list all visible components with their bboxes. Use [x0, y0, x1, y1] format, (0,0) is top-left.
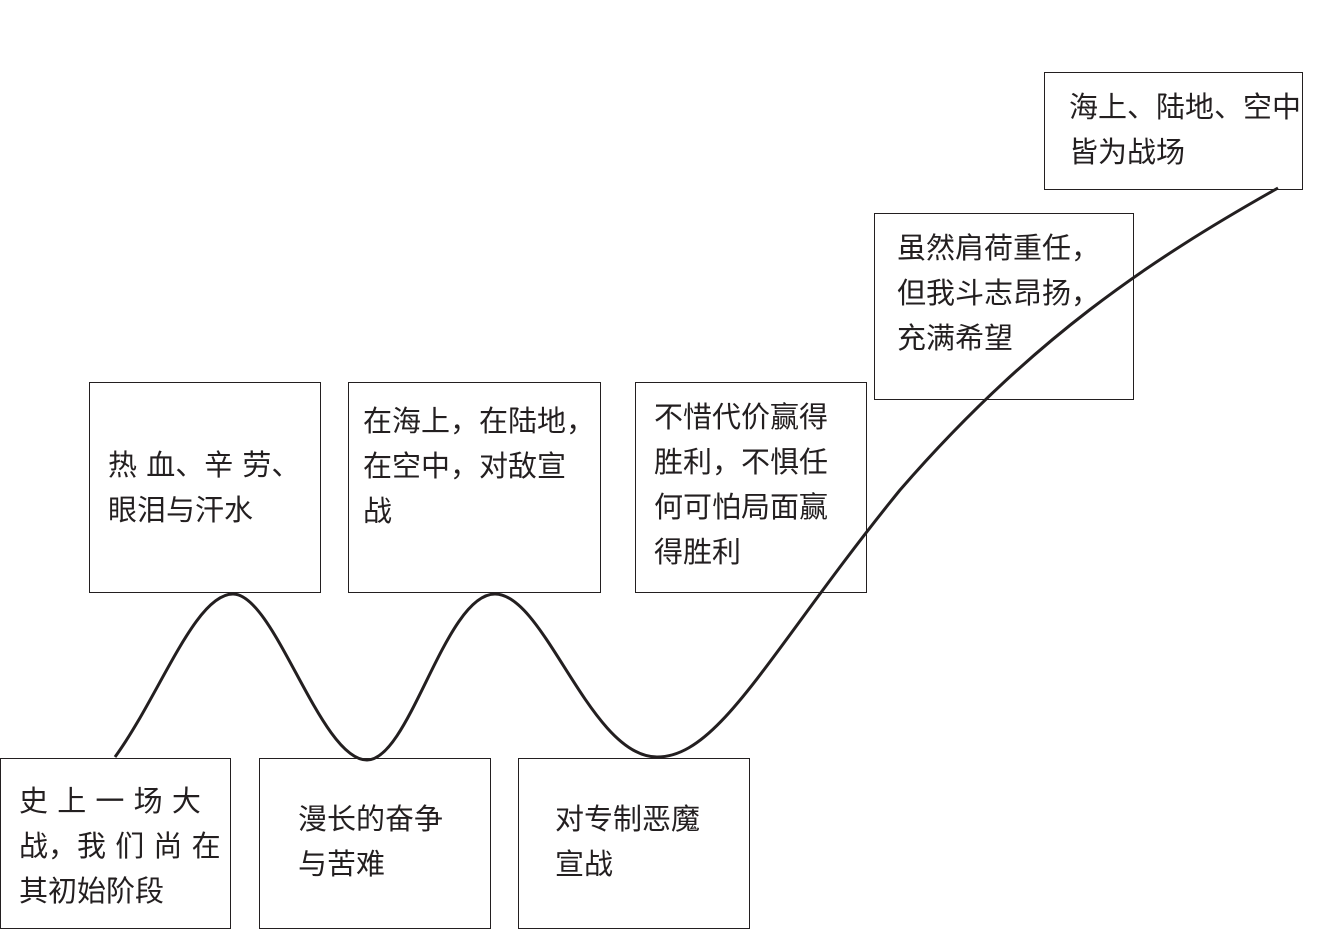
text-line: 在空中，对敌宣	[363, 449, 567, 483]
text-line: 但我斗志昂扬，	[897, 276, 1101, 310]
text-line: 漫长的奋争	[298, 802, 444, 836]
text-line: 与苦难	[298, 847, 386, 881]
text-line: 虽然肩荷重任，	[897, 231, 1101, 265]
text-line: 充满希望	[897, 321, 1014, 355]
stage-box-battlefield: 海上、陆地、空中 皆为战场	[1044, 72, 1303, 190]
text-line: 海上、陆地、空中	[1069, 90, 1302, 124]
text-line: 得胜利	[654, 535, 742, 569]
text-line: 战，我 们 尚 在	[19, 829, 221, 863]
wave-line	[113, 186, 1279, 762]
stage-box-blood-toil: 热 血、辛 劳、 眼泪与汗水	[89, 382, 321, 593]
stage-box-declare-war-tyranny: 对专制恶魔 宣战	[518, 758, 750, 929]
text-line: 宣战	[555, 847, 614, 881]
text-line: 其初始阶段	[19, 874, 165, 908]
text-line: 对专制恶魔	[555, 802, 701, 836]
text-line: 战	[363, 494, 393, 528]
text-line: 皆为战场	[1069, 135, 1186, 169]
text-line: 在海上，在陆地，	[363, 404, 596, 438]
text-line: 史 上 一 场 大	[19, 784, 201, 818]
stage-box-hope: 虽然肩荷重任， 但我斗志昂扬， 充满希望	[874, 213, 1134, 400]
text-line: 胜利，不惧任	[654, 445, 829, 479]
text-line: 何可怕局面赢	[654, 490, 829, 524]
stage-box-wage-war: 在海上，在陆地， 在空中，对敌宣 战	[348, 382, 601, 593]
text-line: 热 血、辛 劳、	[108, 448, 301, 482]
stage-box-struggle: 漫长的奋争 与苦难	[259, 758, 491, 929]
stage-box-start: 史 上 一 场 大 战，我 们 尚 在 其初始阶段	[0, 758, 231, 929]
stage-box-victory: 不惜代价赢得 胜利，不惧任 何可怕局面赢 得胜利	[635, 382, 867, 593]
text-line: 不惜代价赢得	[654, 400, 829, 434]
text-line: 眼泪与汗水	[108, 493, 254, 527]
